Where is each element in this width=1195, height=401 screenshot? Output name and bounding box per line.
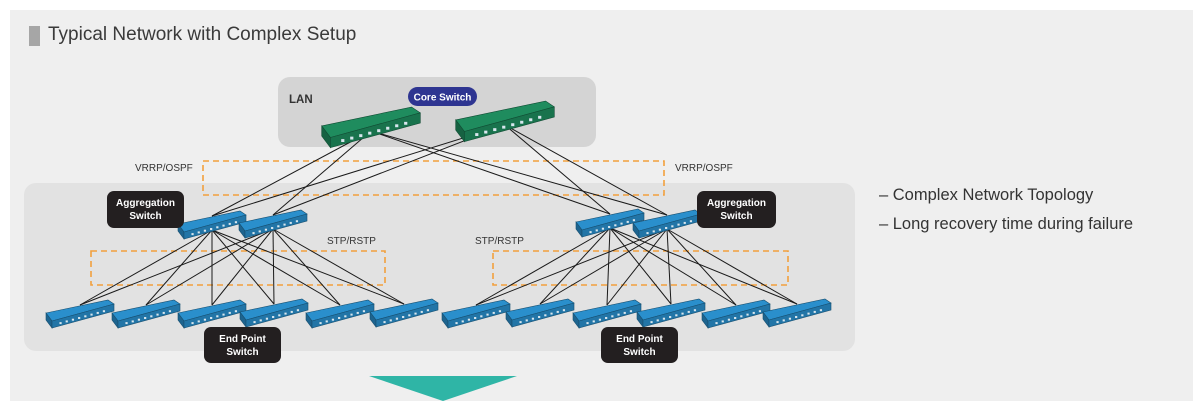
link-line <box>272 228 405 305</box>
end-point-switch-icon <box>239 298 309 328</box>
aggregation-switch-icon <box>238 209 308 239</box>
link-line <box>504 124 611 215</box>
end-point-switch-icon <box>111 299 181 329</box>
end-point-switch-icon <box>177 299 247 329</box>
link-line <box>272 228 275 305</box>
link-line <box>272 228 341 306</box>
stp-rstp-label-right: STP/RSTP <box>475 236 524 247</box>
link-line <box>370 130 611 215</box>
stp-rstp-label-left: STP/RSTP <box>327 236 376 247</box>
aggregation-switch-label-box-right <box>697 191 776 228</box>
link-line <box>211 229 341 306</box>
end-point-switch-icon <box>572 299 642 329</box>
bullet-list: – Complex Network Topology – Long recove… <box>879 181 1133 239</box>
aggregation-switch-icon <box>575 208 645 238</box>
end-point-switch-label-box-left <box>204 327 281 363</box>
end-point-switch-icon <box>762 298 832 328</box>
end-point-switch-icon <box>505 298 575 328</box>
link-line <box>475 228 668 306</box>
stp-rstp-box-left <box>90 250 386 286</box>
link-line <box>609 227 737 306</box>
down-arrow-icon <box>369 376 517 401</box>
link-line <box>79 228 274 306</box>
network-links <box>79 124 798 306</box>
link-line <box>145 229 213 306</box>
end-point-switch-icon <box>636 298 706 328</box>
aggregation-switch-label-left-line2: Switch <box>129 211 161 222</box>
page-title: Typical Network with Complex Setup <box>48 24 357 45</box>
vrrp-ospf-box <box>202 160 665 196</box>
link-line <box>272 130 372 216</box>
end-point-switch-icon <box>701 299 771 329</box>
link-line <box>666 228 737 306</box>
end-point-switch-label-box-right <box>601 327 678 363</box>
end-point-switch-icon <box>305 299 375 329</box>
aggregation-switch-label-box-left <box>107 191 184 228</box>
link-line <box>370 130 668 216</box>
aggregation-switch-label-left-line1: Aggregation <box>116 198 175 209</box>
link-line <box>211 229 405 305</box>
link-line <box>666 228 672 305</box>
link-line <box>504 124 668 216</box>
end-point-switch-label-left-line1: End Point <box>219 334 266 345</box>
link-line <box>609 227 672 305</box>
core-switch-badge <box>408 87 477 106</box>
end-point-switch-icon <box>441 299 511 329</box>
core-switch-label: Core Switch <box>414 93 472 104</box>
end-point-switch-icon <box>369 298 439 328</box>
aggregation-switch-icon <box>177 210 247 240</box>
link-line <box>211 228 274 306</box>
link-line <box>211 130 372 217</box>
title-marker <box>29 26 40 46</box>
aggregation-switch-label-right-line2: Switch <box>720 211 752 222</box>
link-line <box>606 228 668 306</box>
end-point-switch-label-right-line1: End Point <box>616 334 663 345</box>
core-switch-icon <box>455 100 556 143</box>
vrrp-ospf-label-left: VRRP/OSPF <box>135 163 193 174</box>
aggregation-switch-label-right-line1: Aggregation <box>707 198 766 209</box>
link-line <box>539 228 668 305</box>
end-point-switch-icon <box>45 299 115 329</box>
core-switch-icon <box>321 106 422 149</box>
link-line <box>666 228 798 305</box>
end-point-switch-label-left-line2: Switch <box>226 347 258 358</box>
link-line <box>79 229 213 306</box>
link-line <box>609 227 798 305</box>
link-line <box>211 124 506 217</box>
stp-rstp-box-right <box>492 250 789 286</box>
lan-label: LAN <box>289 94 313 106</box>
link-line <box>145 228 274 306</box>
bullet-item: – Long recovery time during failure <box>879 215 1134 233</box>
link-line <box>475 227 611 306</box>
network-devices <box>45 100 832 329</box>
bullet-item: – Complex Network Topology <box>879 186 1094 204</box>
link-line <box>606 227 611 306</box>
vrrp-ospf-label-right: VRRP/OSPF <box>675 163 733 174</box>
end-point-switch-label-right-line2: Switch <box>623 347 655 358</box>
